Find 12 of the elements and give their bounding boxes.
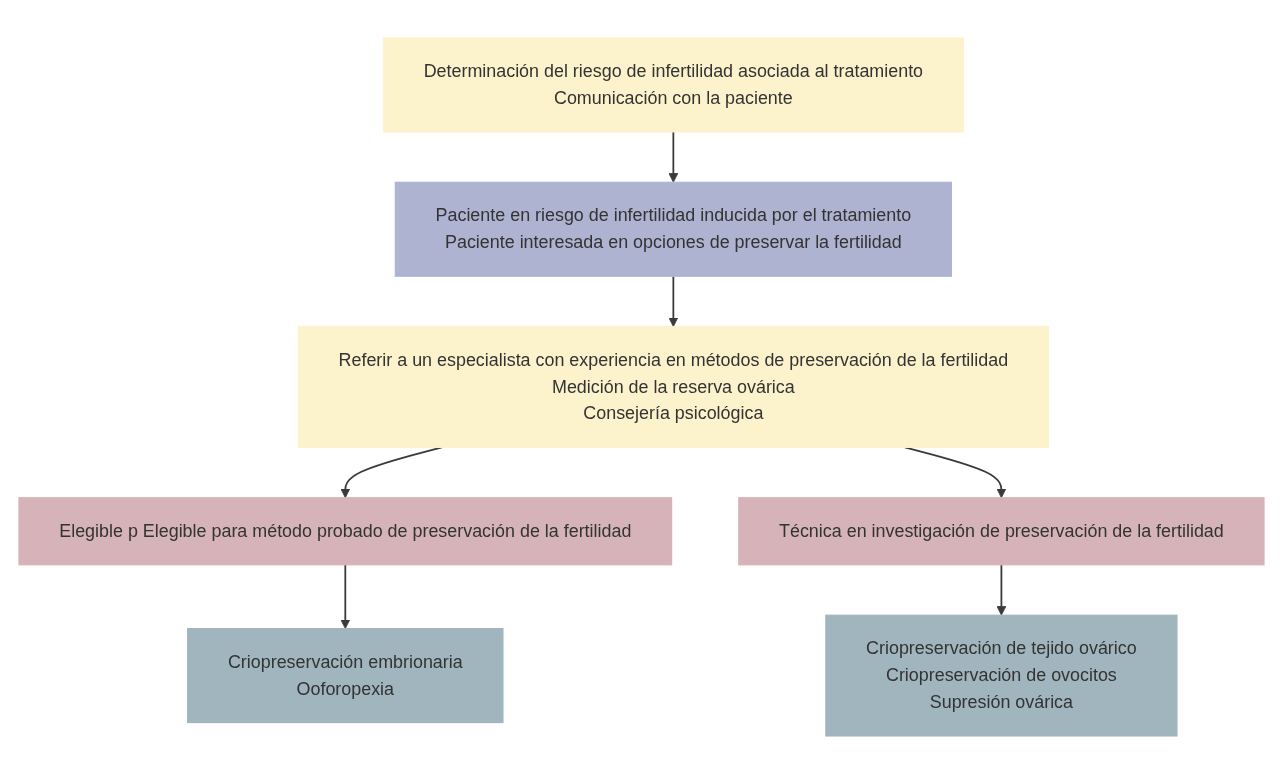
node-box: Referir a un especialista con experiencia en métodos de preservación de la fertilidad Medición de la reserva ovárica Consejería psicológica bbox=[297, 326, 1049, 448]
node-box: Determinación del riesgo de infertilidad asociada al tratamiento Comunicación con la paciente bbox=[382, 37, 964, 133]
arrow bbox=[340, 563, 351, 630]
arrow bbox=[668, 131, 679, 183]
node-box: Paciente en riesgo de infertilidad inducida por el tratamiento Paciente interesada en opciones de preservar la fertilidad bbox=[394, 181, 952, 277]
node-box: Criopreservación de tejido ovárico Criopreservación de ovocitos Supresión ovárica bbox=[825, 614, 1178, 737]
arrow bbox=[904, 446, 1007, 499]
node-box: Criopreservación embrionaria Ooforopexia bbox=[187, 628, 504, 724]
node-box: Elegible p Elegible para método probado de preservación de la fertilidad bbox=[18, 497, 673, 566]
arrow bbox=[668, 275, 679, 328]
arrow bbox=[996, 563, 1007, 616]
node-box: Técnica en investigación de preservación de la fertilidad bbox=[738, 497, 1265, 566]
